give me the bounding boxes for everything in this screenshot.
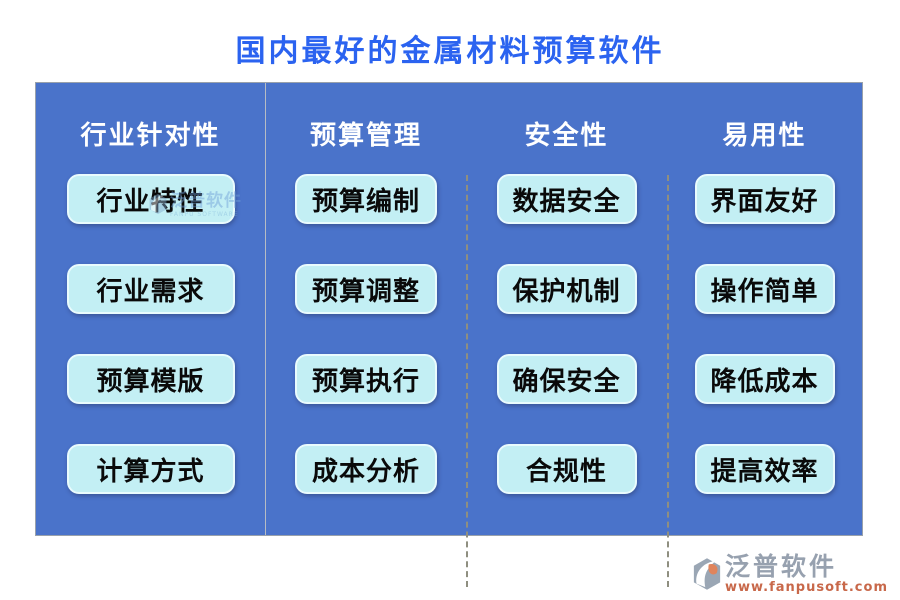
column-header: 行业针对性 — [80, 121, 221, 151]
feature-button[interactable]: 提高效率 — [694, 444, 835, 494]
feature-button[interactable]: 数据安全 — [496, 174, 637, 224]
column-industry: 行业针对性 行业特性 行业需求 预算模版 计算方式 — [36, 83, 266, 535]
feature-button[interactable]: 降低成本 — [694, 354, 835, 404]
column-header: 安全性 — [524, 121, 609, 151]
dashed-divider — [667, 175, 669, 587]
fanpu-logo-icon — [693, 558, 721, 590]
feature-button[interactable]: 成本分析 — [295, 444, 437, 494]
feature-button[interactable]: 合规性 — [496, 444, 637, 494]
feature-button[interactable]: 行业需求 — [66, 264, 235, 314]
brand-url-text: www.fanpusoft.com — [724, 580, 888, 595]
feature-button[interactable]: 确保安全 — [496, 354, 637, 404]
brand-name-text: 泛普软件 — [724, 552, 837, 581]
feature-button[interactable]: 预算执行 — [295, 354, 437, 404]
feature-button[interactable]: 预算模版 — [66, 354, 235, 404]
column-budget: 预算管理 预算编制 预算调整 预算执行 成本分析 — [266, 83, 466, 535]
feature-button[interactable]: 预算编制 — [295, 174, 437, 224]
column-header: 预算管理 — [309, 121, 422, 151]
feature-button[interactable]: 行业特性 — [66, 174, 235, 224]
column-header: 易用性 — [722, 121, 807, 151]
page-title: 国内最好的金属材料预算软件 — [235, 34, 665, 69]
feature-button[interactable]: 预算调整 — [295, 264, 437, 314]
feature-button[interactable]: 操作简单 — [694, 264, 835, 314]
feature-panel: 行业针对性 行业特性 行业需求 预算模版 计算方式 预算管理 预算编制 预算调整… — [35, 82, 863, 587]
feature-button[interactable]: 界面友好 — [694, 174, 835, 224]
feature-button[interactable]: 计算方式 — [66, 444, 235, 494]
brand-mark: 泛普软件 www.fanpusoft.com — [693, 554, 888, 594]
dashed-divider — [466, 175, 468, 587]
column-security: 安全性 数据安全 保护机制 确保安全 合规性 — [466, 83, 667, 535]
column-usability: 易用性 界面友好 操作简单 降低成本 提高效率 — [667, 83, 862, 535]
feature-button[interactable]: 保护机制 — [496, 264, 637, 314]
